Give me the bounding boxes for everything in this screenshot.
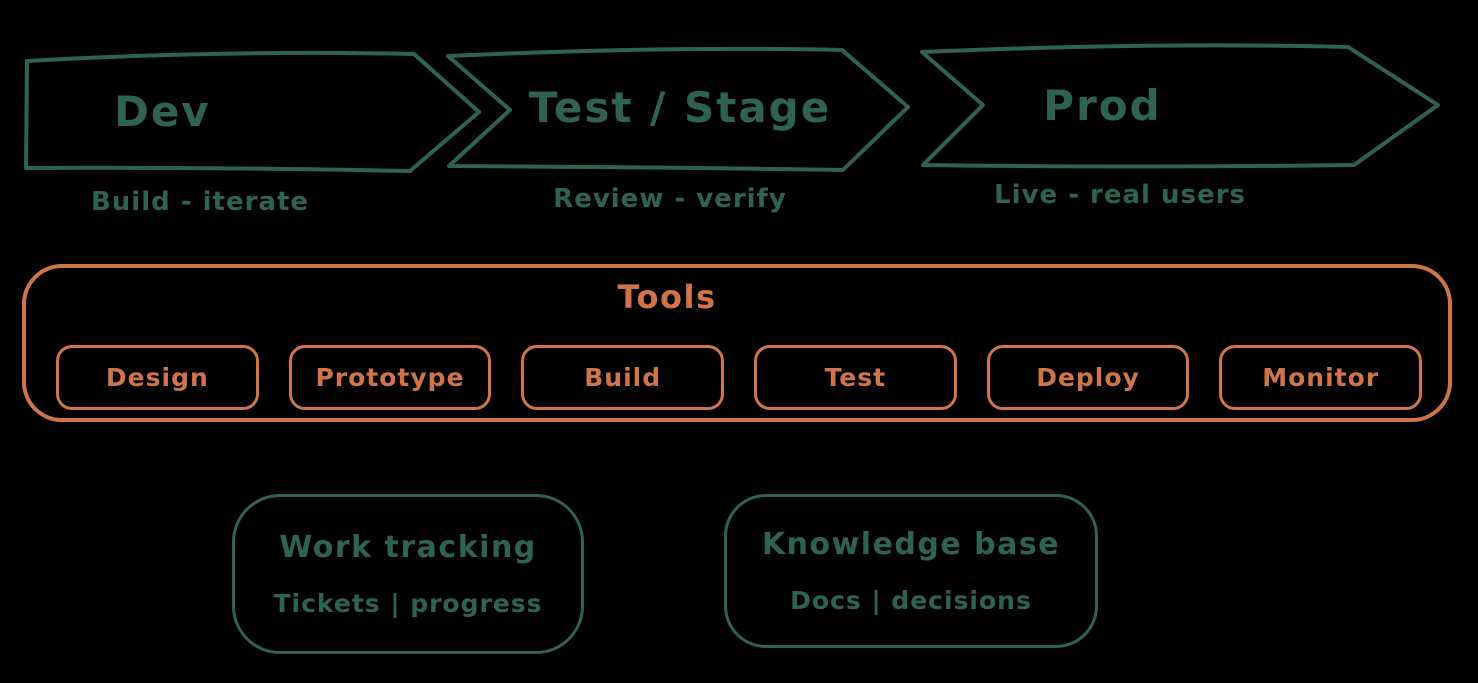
stage-title-dev: Dev [114, 86, 211, 136]
tool-item-build: Build [521, 345, 725, 410]
work-tracking-subtitle: Tickets | progress [273, 589, 543, 618]
test-stage-arrow-shape [446, 46, 910, 172]
knowledge-base-box: Knowledge base Docs | decisions [724, 494, 1098, 648]
work-tracking-title: Work tracking [279, 530, 537, 565]
tool-item-design: Design [56, 345, 259, 410]
stage-subtitle-test-stage: Review - verify [553, 184, 787, 214]
stage-subtitle-dev: Build - iterate [90, 187, 310, 217]
work-tracking-box: Work tracking Tickets | progress [232, 494, 584, 654]
tool-item-monitor: Monitor [1219, 345, 1423, 410]
prod-stage-arrow-shape [920, 43, 1440, 169]
tools-row: Design Prototype Build Test Deploy Monit… [56, 345, 1423, 410]
knowledge-base-title: Knowledge base [761, 527, 1061, 562]
dev-stage-arrow-shape [24, 50, 481, 173]
knowledge-base-subtitle: Docs | decisions [790, 586, 1032, 615]
tool-item-prototype: Prototype [288, 345, 492, 410]
tools-container: Tools Design Prototype Build Test Deploy… [22, 264, 1452, 422]
stage-title-prod: Prod [1043, 80, 1162, 130]
tool-item-deploy: Deploy [986, 345, 1190, 410]
tools-title: Tools [617, 278, 717, 316]
tool-item-test: Test [754, 345, 957, 410]
stage-title-test-stage: Test / Stage [528, 82, 832, 132]
stage-subtitle-prod: Live - real users [994, 180, 1246, 210]
